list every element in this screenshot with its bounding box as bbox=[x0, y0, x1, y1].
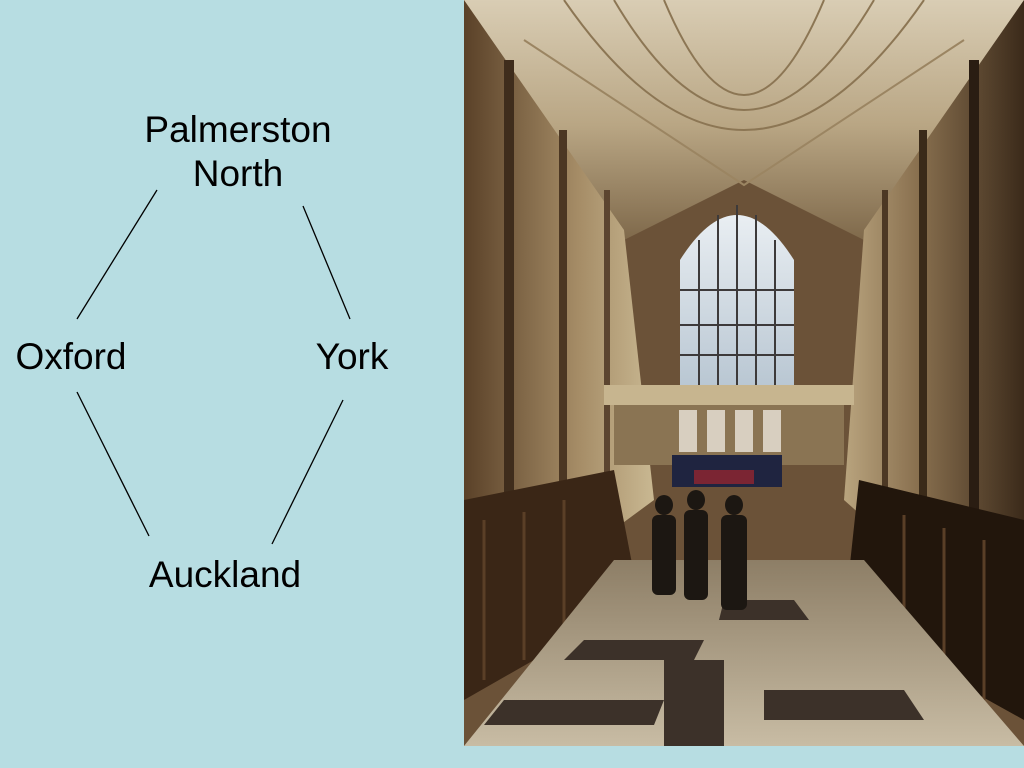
edge-palmerston-oxford bbox=[76, 189, 158, 320]
edge-palmerston-york bbox=[302, 205, 351, 320]
node-york: York bbox=[315, 336, 389, 377]
cathedral-photo bbox=[464, 0, 1024, 746]
edge-oxford-auckland bbox=[76, 391, 150, 537]
node-palmerston-north-line1: Palmerston bbox=[144, 109, 332, 150]
node-auckland: Auckland bbox=[148, 554, 302, 595]
node-palmerston-north: Palmerston North bbox=[118, 108, 358, 196]
cathedral-illustration bbox=[464, 0, 1024, 746]
node-oxford: Oxford bbox=[15, 336, 127, 377]
diagram-connectors bbox=[76, 189, 351, 545]
node-palmerston-north-line2: North bbox=[192, 153, 284, 194]
edge-york-auckland bbox=[271, 399, 344, 545]
